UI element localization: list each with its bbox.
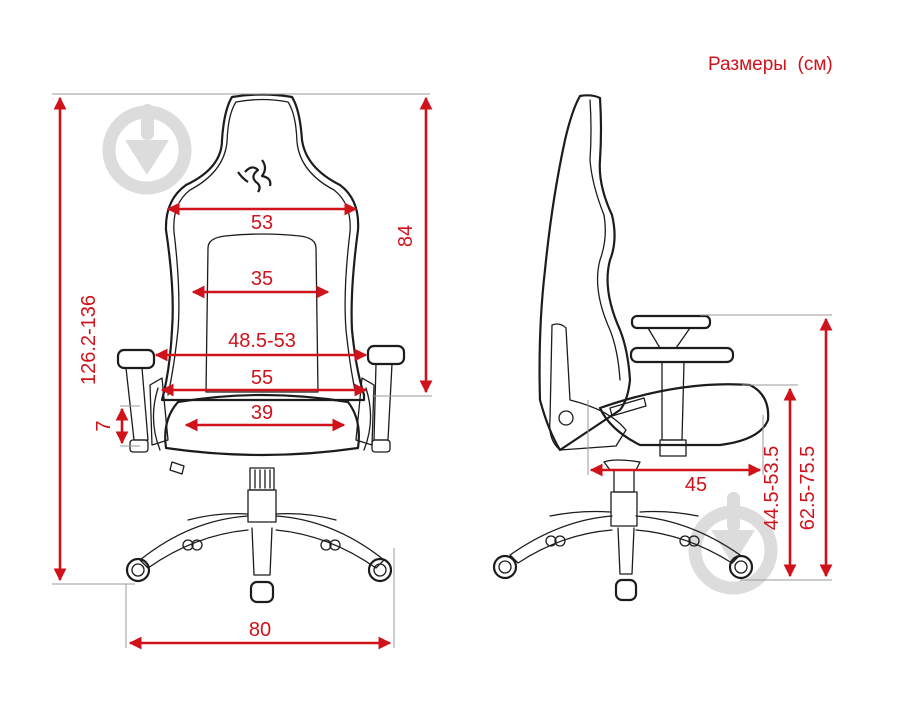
label-seat-inner-width: 39	[251, 402, 273, 424]
label-backrest-height: 84	[395, 225, 417, 247]
extension-lines	[52, 93, 832, 648]
caster-wheel	[492, 554, 518, 580]
caster-wheel	[728, 554, 754, 580]
label-seat-height: 44.5-53.5	[761, 446, 783, 531]
label-seat-outer-width: 55	[251, 367, 273, 389]
label-lumbar-width: 35	[251, 268, 273, 290]
caster-wheel	[125, 557, 151, 583]
label-armrest-spacing: 48.5-53	[228, 330, 296, 352]
download-watermark-icon	[688, 492, 778, 595]
label-total-height: 126.2-136	[78, 295, 100, 385]
caster-wheel	[367, 557, 393, 583]
razer-snake-logo-icon	[237, 159, 272, 193]
label-armrest-adjust: 7	[93, 420, 115, 431]
label-seat-depth: 45	[685, 474, 707, 496]
dimension-lines	[53, 96, 833, 650]
label-headrest-width: 53	[251, 212, 273, 234]
side-view-chair	[492, 94, 770, 602]
label-base-width: 80	[249, 619, 271, 641]
download-watermark-icon	[102, 104, 192, 195]
label-armrest-height: 62.5-75.5	[797, 446, 819, 531]
diagram-title: Размеры (см)	[708, 54, 833, 75]
